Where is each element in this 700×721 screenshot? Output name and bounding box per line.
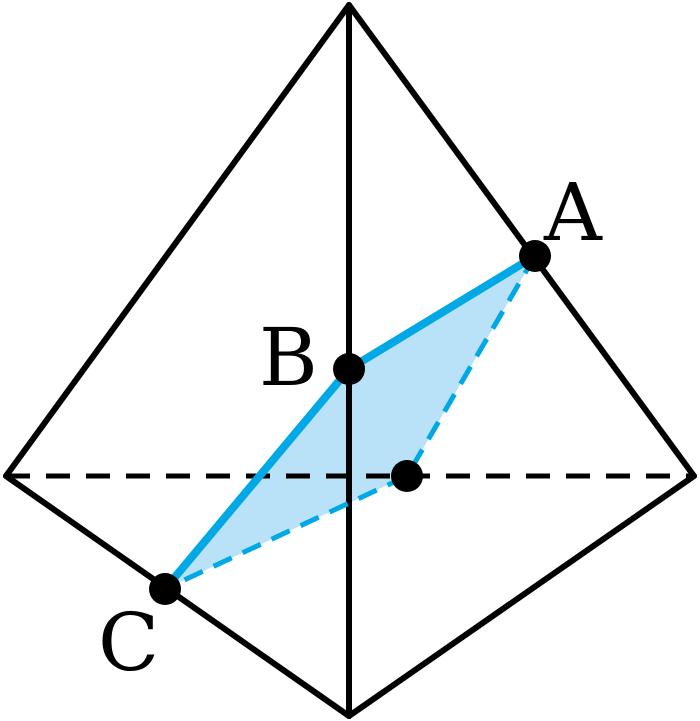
point-a [519,240,551,272]
edge-bottom-right [346,473,697,719]
label-b: B [259,311,318,404]
edge-top-left [3,2,352,479]
edge-top-right [346,2,697,479]
cross-section-hidden-edge [163,254,538,592]
point-hidden [391,460,423,492]
point-c [149,573,181,605]
label-a: A [543,166,603,259]
label-c: C [98,596,159,689]
point-b [333,353,365,385]
